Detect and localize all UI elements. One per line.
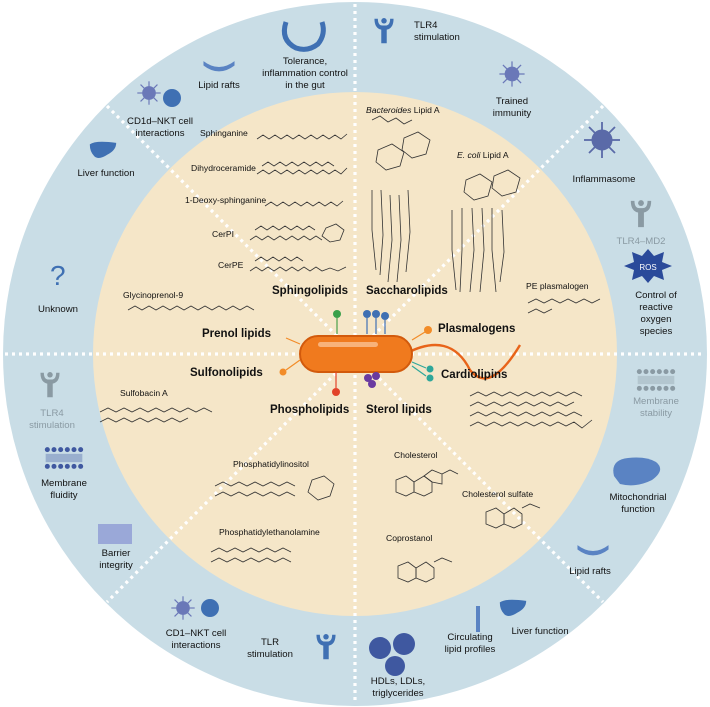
class-phospholipids: Phospholipids xyxy=(270,404,349,416)
question-icon: ? xyxy=(50,260,66,291)
label-liver-function-top: Liver function xyxy=(77,168,134,179)
label-inflammasome: Inflammasome xyxy=(573,174,636,185)
mol-bacteroides-lipid-a: Bacteroides Lipid A xyxy=(366,105,440,115)
ros-icon xyxy=(624,249,672,283)
mol-dihydroceramide: Dihydroceramide xyxy=(191,163,256,173)
cd1-nkt-cell-icon xyxy=(201,599,219,617)
class-prenol-lipids: Prenol lipids xyxy=(202,328,271,340)
mol-ecoli-lipid-a: E. coli Lipid A xyxy=(457,150,509,160)
mol-sphinganine: Sphinganine xyxy=(200,128,248,138)
class-sterol-lipids: Sterol lipids xyxy=(366,404,432,416)
mol-glycinoprenol: Glycinoprenol-9 xyxy=(123,290,183,300)
inflammasome-icon xyxy=(583,121,621,159)
label-lipid-rafts-top: Lipid rafts xyxy=(198,80,240,91)
lipoprotein-icon-1 xyxy=(369,637,391,659)
cd1-immune-cell-icon xyxy=(170,595,196,621)
label-hdl-ldl: HDLs, LDLs,triglycerides xyxy=(371,676,425,699)
class-saccharolipids: Saccharolipids xyxy=(366,285,448,297)
mol-cholesterol: Cholesterol xyxy=(394,450,438,460)
mol-pe-plasmalogen: PE plasmalogen xyxy=(526,281,589,291)
bacterium-body xyxy=(299,335,413,373)
ros-badge-label: ROS xyxy=(639,263,656,272)
lipoprotein-icon-2 xyxy=(393,633,415,655)
mol-phosphatidylethanolamine: Phosphatidylethanolamine xyxy=(219,527,320,537)
mol-cholesterol-sulfate: Cholesterol sulfate xyxy=(462,489,533,499)
label-lipid-rafts-bottom: Lipid rafts xyxy=(569,566,611,577)
bacterium xyxy=(279,310,522,396)
barrier-icon xyxy=(98,524,132,544)
lipoprotein-icon-3 xyxy=(385,656,405,676)
label-liver-function-bottom: Liver function xyxy=(511,626,568,637)
mol-deoxy-sphinganine: 1-Deoxy-sphinganine xyxy=(185,195,266,205)
class-cardiolipins: Cardiolipins xyxy=(441,369,507,381)
mol-phosphatidylinositol: Phosphatidylinositol xyxy=(233,459,309,469)
mol-sulfobacin: Sulfobacin A xyxy=(120,388,168,398)
gut-icon xyxy=(281,21,326,52)
outer-icons: ? ROS xyxy=(40,18,676,676)
immune-cell-icon xyxy=(136,80,162,106)
class-plasmalogens: Plasmalogens xyxy=(438,323,515,335)
class-sulfonolipids: Sulfonolipids xyxy=(190,367,263,379)
structure-drawings xyxy=(99,115,601,583)
mol-cerpe: CerPE xyxy=(218,260,244,270)
flagellum xyxy=(404,343,522,380)
trained-immunity-icon xyxy=(498,60,526,88)
label-unknown: Unknown xyxy=(38,304,78,315)
mol-coprostanol: Coprostanol xyxy=(386,533,432,543)
mol-cerpi: CerPI xyxy=(212,229,234,239)
nkt-cell-icon xyxy=(163,89,181,107)
label-tlr4-md2: TLR4–MD2 xyxy=(616,236,665,247)
mitochondria-icon xyxy=(613,457,661,486)
class-sphingolipids: Sphingolipids xyxy=(272,285,348,297)
bacterium-highlight xyxy=(318,342,378,347)
